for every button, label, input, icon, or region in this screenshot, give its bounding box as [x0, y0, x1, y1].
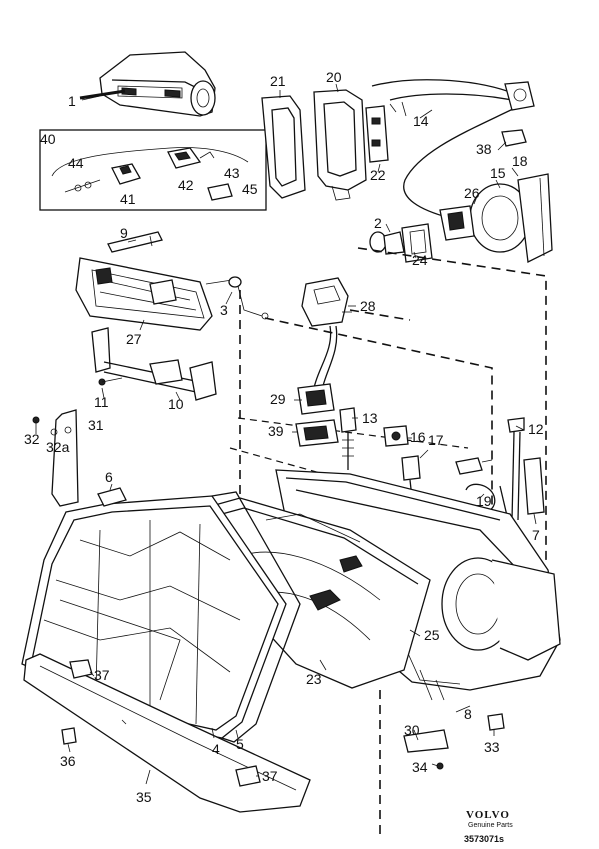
callout-29: 29 [270, 391, 286, 407]
bulb-holder [369, 223, 433, 263]
callout-8: 8 [464, 706, 472, 722]
headlamp-housing [189, 469, 561, 691]
callout-32a: 32a [46, 439, 70, 455]
callout-20: 20 [326, 69, 342, 85]
callout-18: 18 [512, 153, 528, 169]
callout-38: 38 [476, 141, 492, 157]
bulb-kit-box [39, 129, 267, 211]
corner-lamp [75, 231, 269, 331]
callout-33: 33 [484, 739, 500, 755]
callout-9: 9 [120, 225, 128, 241]
callout-23: 23 [306, 671, 322, 687]
callout-16: 16 [410, 429, 426, 445]
leveling-motor [295, 277, 352, 447]
callout-6: 6 [105, 469, 113, 485]
callout-32: 32 [24, 431, 40, 447]
callout-25: 25 [424, 627, 440, 643]
callout-1: 1 [68, 93, 76, 109]
callout-17: 17 [428, 432, 444, 448]
callout-12: 12 [528, 421, 544, 437]
callout-22: 22 [370, 167, 386, 183]
callout-4: 4 [212, 741, 220, 757]
callout-11: 11 [94, 394, 109, 410]
callout-5: 5 [236, 736, 244, 752]
callout-37b: 37 [262, 768, 278, 784]
callout-40: 40 [40, 131, 56, 147]
brand-footer: VOLVO Genuine Parts 3573071s [464, 809, 513, 844]
callout-41: 41 [120, 191, 136, 207]
callout-30: 30 [404, 722, 420, 738]
callout-2: 2 [374, 215, 382, 231]
adjuster-parts [339, 407, 545, 521]
callout-39: 39 [268, 423, 284, 439]
callout-45: 45 [242, 181, 258, 197]
callout-3: 3 [220, 302, 228, 318]
callout-14: 14 [413, 113, 429, 129]
brand-subtitle: Genuine Parts [468, 822, 513, 829]
wiring-harness [371, 79, 553, 263]
leader-lines [67, 83, 537, 785]
diagram-reference: 3573071s [464, 834, 504, 844]
callout-labels: 1 2 3 4 5 6 7 8 9 10 11 12 13 14 15 16 1… [24, 69, 544, 805]
callout-43: 43 [224, 165, 240, 181]
callout-42: 42 [178, 177, 194, 193]
callout-15: 15 [490, 165, 506, 181]
callout-44: 44 [68, 155, 84, 171]
brand-logo-text: VOLVO [466, 809, 510, 821]
callout-35: 35 [136, 789, 152, 805]
callout-34: 34 [412, 759, 428, 775]
mounting-hardware [32, 409, 505, 770]
callout-26: 26 [464, 185, 480, 201]
lower-trim [23, 653, 311, 813]
car-location-thumbnail [79, 51, 216, 117]
callout-36: 36 [60, 753, 76, 769]
lamp-bracket [91, 327, 217, 401]
callout-27: 27 [126, 331, 142, 347]
callout-24: 24 [412, 252, 428, 268]
callout-13: 13 [362, 410, 378, 426]
callout-10: 10 [168, 396, 184, 412]
callout-28: 28 [360, 298, 376, 314]
callout-37a: 37 [94, 667, 110, 683]
callout-7: 7 [532, 527, 540, 543]
callout-31: 31 [88, 417, 104, 433]
bezel-parts [261, 89, 389, 201]
callout-21: 21 [270, 73, 286, 89]
callout-19: 19 [476, 493, 492, 509]
